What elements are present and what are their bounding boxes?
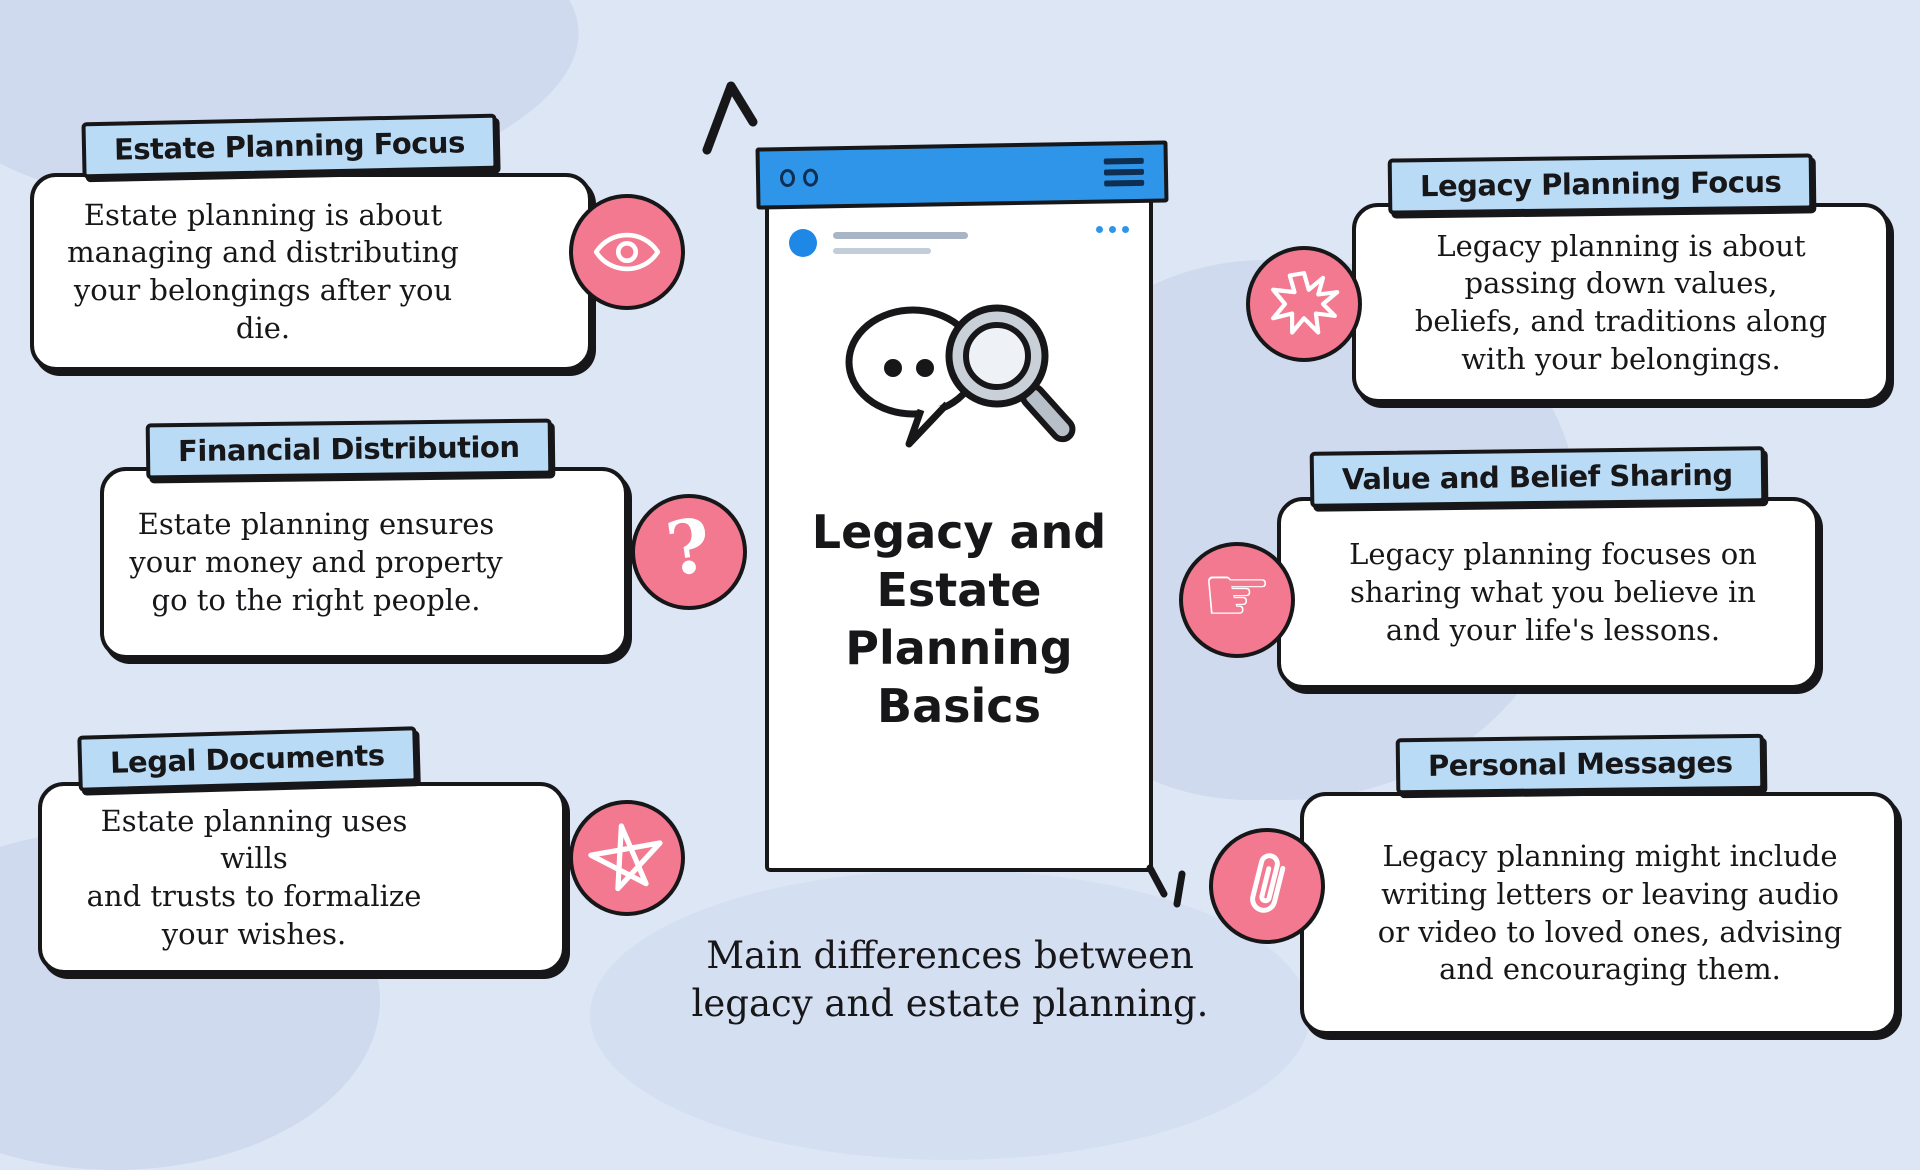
icon-badge — [569, 800, 685, 916]
card-value-belief-sharing: Legacy planning focuses on sharing what … — [1277, 497, 1819, 689]
icon-badge: ? — [631, 494, 747, 610]
card-body-text: Legacy planning is about passing down va… — [1414, 228, 1828, 376]
card-body-text: Estate planning ensures your money and p… — [129, 507, 503, 617]
card-personal-messages: Legacy planning might include writing le… — [1300, 792, 1898, 1035]
window-dots-icon — [779, 168, 819, 188]
card-header-label: Financial Distribution — [177, 429, 520, 469]
phone-illustration: Legacy and Estate Planning Basics — [755, 140, 1169, 872]
card-header-value-belief-sharing: Value and Belief Sharing — [1309, 446, 1765, 508]
card-header-financial-distribution: Financial Distribution — [145, 418, 552, 480]
card-body-text: Legacy planning might include writing le… — [1377, 839, 1843, 987]
phone-browser-bar — [755, 140, 1169, 210]
card-header-label: Legal Documents — [109, 738, 385, 780]
magnifier-icon — [945, 304, 1076, 443]
pointing-hand-icon: ☞ — [1201, 548, 1273, 641]
icon-badge — [1209, 828, 1325, 944]
phone-screen: Legacy and Estate Planning Basics — [765, 196, 1153, 872]
question-mark-icon: ? — [661, 502, 717, 594]
card-body-text: Legacy planning focuses on sharing what … — [1349, 537, 1757, 647]
icon-badge: ☞ — [1179, 542, 1295, 658]
card-header-label: Estate Planning Focus — [113, 125, 466, 167]
card-header-personal-messages: Personal Messages — [1395, 733, 1765, 795]
card-body-text: Estate planning is about managing and di… — [67, 197, 459, 345]
card-header-label: Legacy Planning Focus — [1419, 164, 1782, 204]
star-icon — [588, 823, 663, 892]
sparkle-icon — [702, 81, 758, 155]
ellipsis-icon — [1096, 226, 1129, 233]
card-financial-distribution: Estate planning ensures your money and p… — [100, 467, 628, 659]
card-header-estate-planning-focus: Estate Planning Focus — [81, 113, 498, 179]
icon-badge — [1246, 246, 1362, 362]
icon-badge — [569, 194, 685, 310]
card-legacy-planning-focus: Legacy planning is about passing down va… — [1352, 203, 1890, 403]
burst-icon — [1271, 271, 1340, 335]
card-header-legacy-planning-focus: Legacy Planning Focus — [1387, 153, 1814, 215]
card-header-label: Value and Belief Sharing — [1341, 457, 1733, 497]
placeholder-text-lines — [833, 232, 968, 254]
sparkle-icon — [1146, 864, 1186, 908]
card-header-legal-documents: Legal Documents — [77, 726, 418, 792]
infographic-caption: Main differences between legacy and esta… — [691, 934, 1209, 1026]
avatar — [789, 229, 817, 257]
paperclip-icon — [1250, 853, 1286, 913]
card-legal-documents: Estate planning uses wills and trusts to… — [38, 782, 566, 974]
card-body-text: Estate planning uses wills and trusts to… — [86, 803, 422, 951]
doodle-illustration — [769, 276, 1149, 476]
card-header-label: Personal Messages — [1427, 745, 1733, 783]
card-estate-planning-focus: Estate planning is about managing and di… — [30, 173, 592, 371]
post-header-row — [769, 218, 1149, 268]
infographic-title: Legacy and Estate Planning Basics — [811, 505, 1107, 733]
eye-icon — [593, 232, 661, 272]
menu-icon — [1103, 157, 1145, 187]
